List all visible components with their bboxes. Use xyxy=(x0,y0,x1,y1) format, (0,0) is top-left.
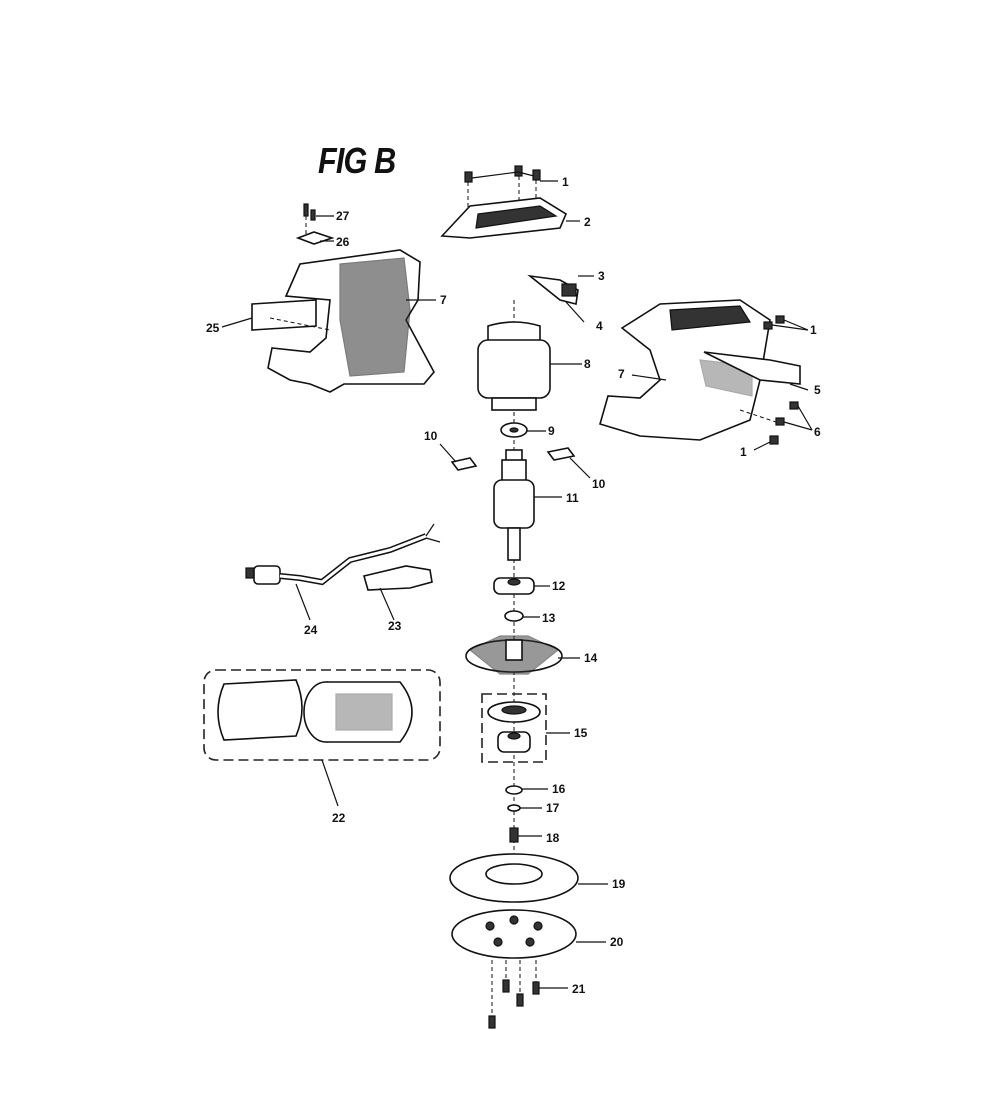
callout-labels: 1 2 27 26 3 7 25 4 1 8 7 5 6 9 10 1 10 1… xyxy=(206,175,821,996)
callout-10-right: 10 xyxy=(592,477,606,491)
callout-6: 6 xyxy=(814,425,821,439)
callout-4: 4 xyxy=(596,319,603,333)
washer-part-17 xyxy=(507,804,542,812)
callout-17: 17 xyxy=(546,801,560,815)
cord-protector-part-23 xyxy=(363,565,433,621)
callout-7-right: 7 xyxy=(618,367,625,381)
callout-20: 20 xyxy=(610,935,624,949)
clamp-part-26 xyxy=(295,203,335,245)
callout-21: 21 xyxy=(572,982,586,996)
callout-15: 15 xyxy=(574,726,588,740)
pad-screws-part-21 xyxy=(488,960,568,1029)
callout-14: 14 xyxy=(584,651,598,665)
callout-25: 25 xyxy=(206,321,220,335)
callout-8: 8 xyxy=(584,357,591,371)
washer-part-16 xyxy=(505,785,548,795)
counterweight-bearing-part-15 xyxy=(481,693,570,763)
left-housing-part-7 xyxy=(267,249,436,393)
callout-19: 19 xyxy=(612,877,626,891)
callout-16: 16 xyxy=(552,782,566,796)
callout-2: 2 xyxy=(584,215,591,229)
spacer-part-13 xyxy=(504,610,540,622)
cord-part-24 xyxy=(245,523,441,621)
pad-bearing-plate-part-19 xyxy=(449,853,608,903)
bearing-part-9 xyxy=(500,422,546,438)
callout-3: 3 xyxy=(598,269,605,283)
callout-9: 9 xyxy=(548,424,555,438)
bearing-part-12 xyxy=(493,577,550,595)
callout-7-left: 7 xyxy=(440,293,447,307)
fan-part-14 xyxy=(465,635,580,675)
figure-title: FIG B xyxy=(318,140,396,181)
dust-canister-kit-part-22 xyxy=(203,669,441,807)
callout-24: 24 xyxy=(304,623,318,637)
switch-part-3 xyxy=(527,274,594,323)
callout-10-left: 10 xyxy=(424,429,438,443)
right-housing-part-7 xyxy=(599,299,801,441)
callout-1-top: 1 xyxy=(562,175,569,189)
label-part-25 xyxy=(221,299,331,331)
callout-22: 22 xyxy=(332,811,346,825)
callout-1-right: 1 xyxy=(810,323,817,337)
callout-13: 13 xyxy=(542,611,556,625)
callout-11: 11 xyxy=(566,491,579,505)
callout-1-bottom: 1 xyxy=(740,445,747,459)
callout-12: 12 xyxy=(552,579,566,593)
callout-18: 18 xyxy=(546,831,560,845)
top-screws-part-1 xyxy=(464,165,558,222)
armature-part-11 xyxy=(493,449,562,561)
brush-right-part-10 xyxy=(546,447,591,479)
screw-part-18 xyxy=(509,827,542,843)
callout-26: 26 xyxy=(336,235,350,249)
callout-5: 5 xyxy=(814,383,821,397)
top-cover-part-2 xyxy=(440,197,580,239)
right-screws-part-1 xyxy=(739,315,813,451)
sanding-pad-part-20 xyxy=(451,909,606,959)
field-part-8 xyxy=(477,321,582,411)
callout-27: 27 xyxy=(336,209,350,223)
callout-23: 23 xyxy=(388,619,402,633)
brush-left-part-10 xyxy=(439,443,478,471)
